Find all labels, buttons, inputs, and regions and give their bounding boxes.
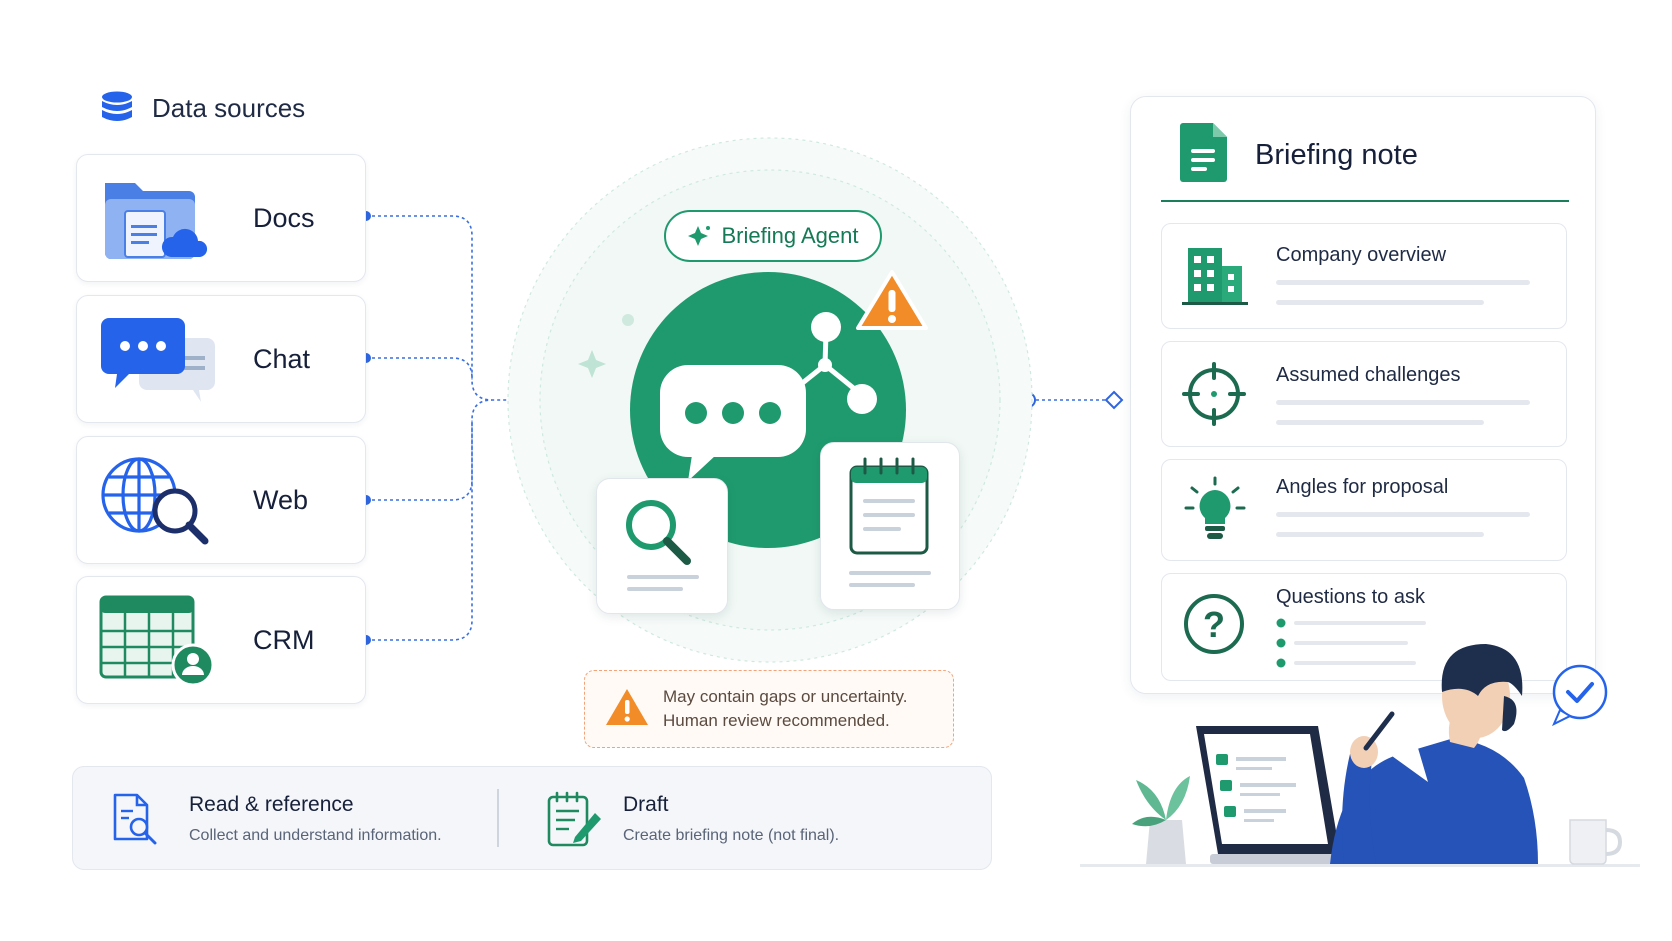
title-underline	[1161, 200, 1569, 202]
section-title-questions-to-ask: Questions to ask	[1276, 586, 1425, 608]
placeholder-line	[1276, 420, 1484, 425]
briefing-note-title: Briefing note	[1255, 139, 1418, 171]
section-title-angles-for-proposal: Angles for proposal	[1276, 476, 1449, 498]
step-draft-desc: Create briefing note (not final).	[623, 827, 840, 844]
reviewer-scene-illustration	[1080, 644, 1640, 867]
folder-cloud-icon	[99, 173, 219, 265]
database-icon	[100, 90, 134, 126]
notepad-icon	[849, 457, 931, 587]
lightbulb-icon	[1184, 476, 1246, 542]
step-read-title: Read & reference	[189, 793, 354, 816]
placeholder-line	[1276, 400, 1530, 405]
source-card-web[interactable]: Web	[76, 436, 366, 564]
chat-bubbles-icon	[99, 314, 219, 406]
source-card-docs[interactable]: Docs	[76, 154, 366, 282]
section-assumed-challenges[interactable]: Assumed challenges	[1161, 341, 1567, 447]
section-title-company-overview: Company overview	[1276, 244, 1447, 266]
placeholder-line	[1276, 300, 1484, 305]
data-sources-header: Data sources	[100, 90, 305, 126]
warning-triangle-icon	[856, 268, 928, 332]
source-label-docs: Docs	[253, 203, 315, 233]
sparkle-icon	[687, 224, 712, 248]
building-icon	[1182, 242, 1248, 308]
source-label-crm: CRM	[253, 625, 315, 655]
notepad-pen-icon	[545, 789, 605, 849]
question-bullets	[1276, 618, 1426, 668]
search-mini-card	[596, 478, 728, 614]
document-icon	[1179, 121, 1229, 183]
notepad-mini-card	[820, 442, 960, 610]
target-icon	[1182, 362, 1246, 426]
process-steps-bar: Read & reference Collect and understand …	[72, 766, 992, 870]
magnifier-icon	[626, 500, 699, 591]
section-angles-for-proposal[interactable]: Angles for proposal	[1161, 459, 1567, 561]
source-label-chat: Chat	[253, 344, 311, 374]
svg-text:?: ?	[1203, 604, 1225, 645]
data-sources-title: Data sources	[152, 92, 306, 123]
section-title-assumed-challenges: Assumed challenges	[1276, 364, 1461, 386]
briefing-agent-badge: Briefing Agent	[664, 210, 882, 262]
briefing-note-panel: Briefing note Company overview	[1130, 96, 1596, 694]
step-divider	[497, 789, 499, 847]
source-card-chat[interactable]: Chat	[76, 295, 366, 423]
placeholder-line	[1276, 512, 1530, 517]
uncertainty-warning: May contain gaps or uncertainty. Human r…	[584, 670, 954, 748]
section-company-overview[interactable]: Company overview	[1161, 223, 1567, 329]
placeholder-line	[1276, 280, 1530, 285]
placeholder-line	[1276, 532, 1484, 537]
agent-name: Briefing Agent	[721, 223, 859, 248]
warning-icon	[605, 687, 649, 727]
spreadsheet-user-icon	[99, 595, 219, 687]
document-search-icon	[111, 793, 159, 845]
question-icon: ?	[1182, 592, 1246, 656]
step-draft-title: Draft	[623, 793, 669, 816]
source-label-web: Web	[253, 485, 309, 515]
source-card-crm[interactable]: CRM	[76, 576, 366, 704]
warning-line-1: May contain gaps or uncertainty.	[663, 687, 908, 706]
step-read-desc: Collect and understand information.	[189, 827, 442, 844]
warning-line-2: Human review recommended.	[663, 711, 890, 730]
globe-search-icon	[99, 455, 219, 547]
